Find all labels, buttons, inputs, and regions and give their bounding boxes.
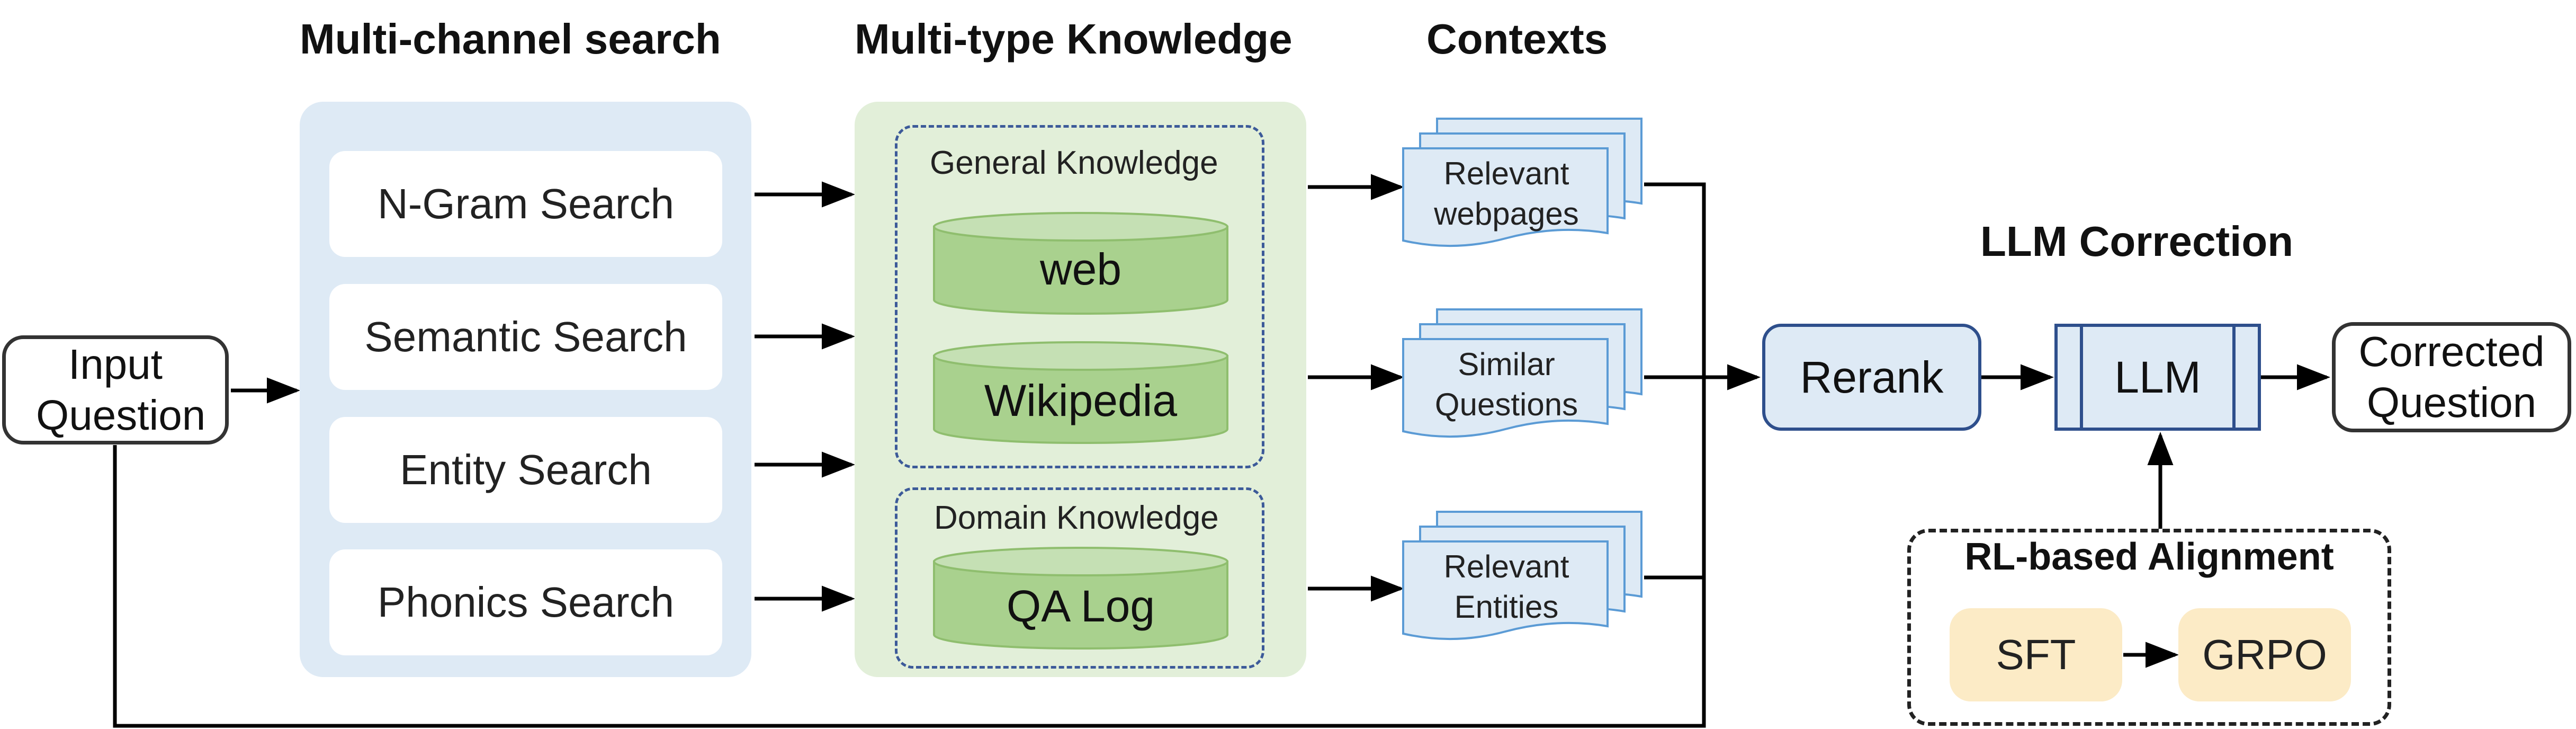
db-qa-log-label: QA Log — [1006, 581, 1155, 631]
rerank-box: Rerank — [1762, 324, 1981, 431]
doc-stack-entities-icon — [1402, 511, 1642, 641]
doc-stack-questions-icon — [1402, 308, 1642, 438]
general-knowledge-label: General Knowledge — [930, 145, 1218, 181]
search-ngram: N-Gram Search — [329, 151, 722, 257]
heading-multi-type-knowledge: Multi-type Knowledge — [855, 15, 1293, 63]
domain-knowledge-label: Domain Knowledge — [934, 500, 1219, 536]
input-question-box: Input Question — [2, 335, 229, 444]
context-webpages-line1: Relevant — [1443, 156, 1569, 191]
search-phonics: Phonics Search — [329, 549, 722, 655]
general-knowledge-group — [895, 125, 1264, 468]
db-wikipedia-label: Wikipedia — [984, 376, 1178, 425]
context-entities-line2: Entities — [1454, 589, 1559, 625]
context-questions-line1: Similar — [1458, 346, 1555, 382]
alignment-step-grpo: GRPO — [2178, 608, 2351, 701]
context-webpages-line2: webpages — [1434, 196, 1579, 232]
llm-right-bar — [2232, 327, 2236, 428]
db-wikipedia-icon — [933, 341, 1228, 444]
heading-contexts: Contexts — [1426, 15, 1608, 63]
corrected-question-box: Corrected Question — [2332, 322, 2571, 432]
line-input-bypass — [113, 445, 1706, 728]
context-entities-label: Relevant Entities — [1403, 547, 1610, 627]
db-qa-log-icon — [933, 547, 1228, 650]
doc-stack-webpages-icon — [1402, 118, 1642, 247]
alignment-group — [1907, 529, 2391, 726]
rerank-label: Rerank — [1800, 352, 1944, 402]
llm-label: LLM — [2114, 352, 2201, 402]
db-web-icon — [933, 212, 1228, 315]
context-entities-line1: Relevant — [1443, 549, 1569, 584]
context-questions-line2: Questions — [1434, 387, 1578, 422]
corrected-question-label: Corrected Question — [2358, 328, 2545, 426]
db-web-label: web — [1039, 244, 1122, 294]
context-questions-label: Similar Questions — [1403, 344, 1610, 425]
search-entity: Entity Search — [329, 417, 722, 523]
heading-multi-channel-search: Multi-channel search — [300, 15, 721, 63]
heading-llm-correction-text: LLM Correction — [1980, 218, 2294, 265]
context-webpages-label: Relevant webpages — [1403, 154, 1610, 234]
alignment-title: RL-based Alignment — [1964, 536, 2334, 578]
alignment-step-sft: SFT — [1950, 608, 2122, 701]
line-webpages-merge — [1644, 182, 1706, 577]
llm-box: LLM — [2054, 324, 2261, 431]
search-semantic: Semantic Search — [329, 284, 722, 390]
input-question-label: Input Question — [36, 341, 206, 439]
domain-knowledge-group — [895, 487, 1264, 669]
llm-left-bar — [2080, 327, 2083, 428]
